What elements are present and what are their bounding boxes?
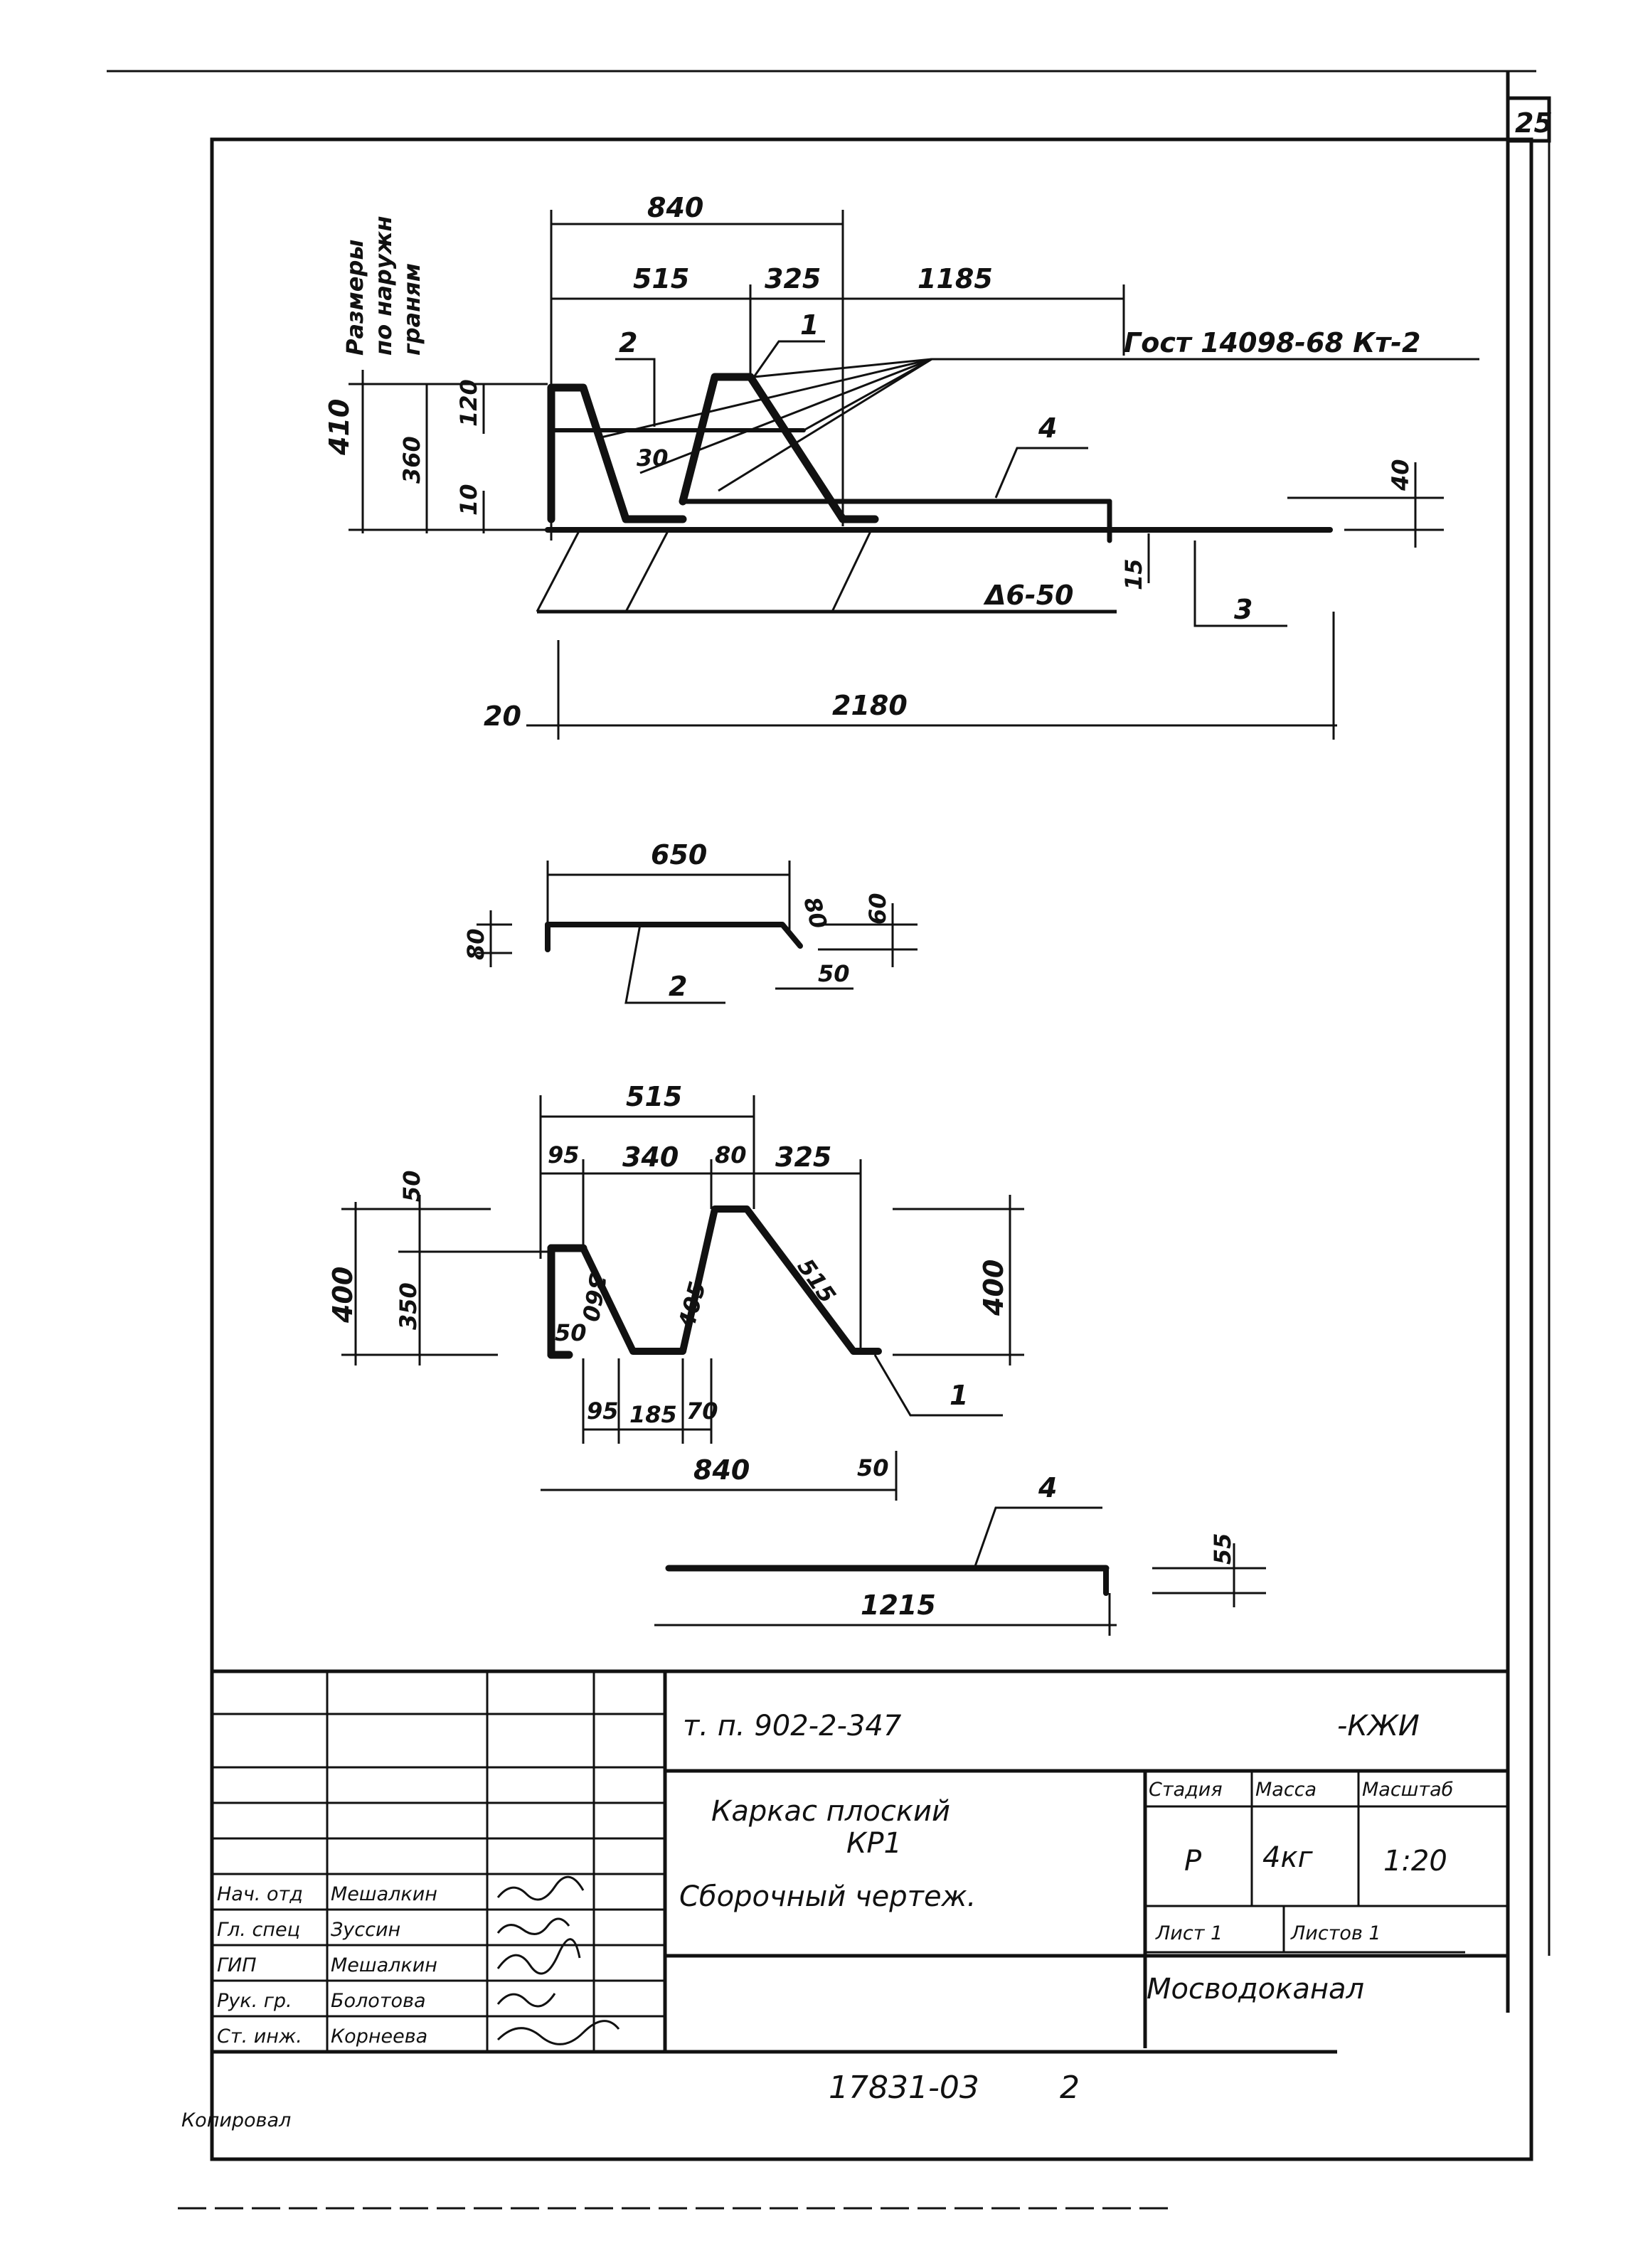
- archive-number: 17831-03: [829, 2070, 979, 2106]
- format-number: 2: [1060, 2070, 1080, 2106]
- bar1-dim-end50: 50: [857, 1454, 889, 1481]
- role-4: Рук. гр.: [217, 1990, 292, 2012]
- dim-10: 10: [455, 484, 482, 516]
- sheet-label: Лист 1: [1155, 1922, 1223, 1944]
- organization: Мосводоканал: [1147, 1973, 1364, 2006]
- bar1-dim-400-right: 400: [978, 1260, 1009, 1316]
- name-1: Мешалкин: [331, 1883, 437, 1905]
- standard-ref: Гост 14098-68 Кт-2: [1124, 327, 1420, 358]
- callout-2: 2: [619, 327, 637, 358]
- side-note-line2: по наружн: [370, 215, 397, 356]
- sheet-number: 25: [1515, 107, 1553, 139]
- bar1-dim-325: 325: [775, 1141, 831, 1173]
- bar1-dim-70: 70: [686, 1397, 718, 1425]
- bar2-dim-60: 60: [864, 893, 891, 925]
- dim-515: 515: [633, 263, 689, 294]
- dim-40: 40: [1387, 459, 1414, 491]
- bar4-view: 1215 55 4: [654, 1472, 1266, 1636]
- dim-15: 15: [1120, 558, 1147, 590]
- role-5: Ст. инж.: [217, 2025, 302, 2048]
- mass-value: 4кг: [1262, 1841, 1314, 1874]
- doc-code: т. п. 902-2-347: [683, 1710, 902, 1742]
- bar2-dim-80-left: 80: [462, 928, 489, 960]
- dim-2180: 2180: [832, 690, 908, 721]
- bar1-dim-b95: 95: [587, 1397, 619, 1425]
- mesh-note: Δ6-50: [983, 580, 1074, 611]
- title-line2: КР1: [846, 1827, 902, 1860]
- name-4: Болотова: [331, 1990, 426, 2012]
- bar1-view: 515 95 340 80 325 50 400 350 360 405 515…: [327, 1081, 1024, 1501]
- dim-840: 840: [647, 192, 703, 223]
- bar1-foot-50: 50: [555, 1319, 587, 1346]
- dim-120: 120: [455, 379, 482, 427]
- callout-1: 1: [800, 309, 819, 341]
- doc-suffix: -КЖИ: [1337, 1710, 1420, 1742]
- main-view: 840 515 325 1185 Гост 14098-68 Кт-2 410 …: [324, 192, 1479, 740]
- mass-label: Масса: [1255, 1779, 1317, 1801]
- bar1-dim-50: 50: [398, 1170, 425, 1202]
- dim-1185: 1185: [918, 263, 993, 294]
- title-block: Нач. отд Мешалкин Гл. спец Зуссин ГИП Ме…: [212, 1669, 1508, 2054]
- dim-20: 20: [484, 701, 521, 732]
- scale-value: 1:20: [1383, 1845, 1447, 1878]
- bar2-dim-80-diag: 80: [798, 894, 832, 932]
- dim-30: 30: [637, 444, 669, 472]
- role-3: ГИП: [217, 1954, 257, 1976]
- stage-value: Р: [1184, 1845, 1202, 1878]
- role-2: Гл. спец: [217, 1919, 300, 1941]
- dim-325: 325: [765, 263, 821, 294]
- dim-360: 360: [398, 436, 425, 484]
- bar1-dim-360: 360: [577, 1272, 612, 1324]
- title-line3: Сборочный чертеж.: [679, 1880, 976, 1913]
- copied-by: Копировал: [181, 2109, 291, 2131]
- stage-label: Стадия: [1149, 1779, 1223, 1801]
- callout-4: 4: [1038, 412, 1057, 444]
- bar4-label: 4: [1038, 1472, 1057, 1503]
- bar1-label: 1: [950, 1380, 968, 1411]
- bar2-view: 650 80 80 60 50 2: [462, 839, 918, 1004]
- name-3: Мешалкин: [331, 1954, 437, 1976]
- name-5: Корнеева: [331, 2025, 427, 2048]
- bar1-dim-515: 515: [626, 1081, 682, 1112]
- bar2-dim-50: 50: [818, 960, 850, 987]
- bar1-dim-350: 350: [395, 1282, 422, 1330]
- bar1-dim-80: 80: [715, 1141, 747, 1168]
- bar4-dim-1215: 1215: [861, 1590, 936, 1621]
- bar1-dim-840: 840: [693, 1454, 750, 1486]
- bar4-dim-55: 55: [1209, 1533, 1236, 1565]
- bar1-dim-400: 400: [327, 1267, 358, 1324]
- sheets-label: Листов 1: [1290, 1922, 1381, 1944]
- side-note-line3: граням: [398, 263, 425, 356]
- bar1-dim-185: 185: [629, 1401, 677, 1428]
- bar2-dim-650: 650: [651, 839, 707, 871]
- scale-label: Масштаб: [1362, 1779, 1453, 1801]
- callout-3: 3: [1234, 594, 1253, 625]
- role-1: Нач. отд: [217, 1883, 303, 1905]
- bar1-dim-405: 405: [673, 1279, 711, 1332]
- bar1-dim-340: 340: [622, 1141, 679, 1173]
- name-2: Зуссин: [331, 1919, 400, 1941]
- bar1-dim-95: 95: [548, 1141, 580, 1168]
- dim-410: 410: [324, 399, 355, 456]
- side-note-line1: Размеры: [341, 240, 368, 356]
- title-line1: Каркас плоский: [711, 1795, 950, 1828]
- bar2-label: 2: [669, 971, 687, 1002]
